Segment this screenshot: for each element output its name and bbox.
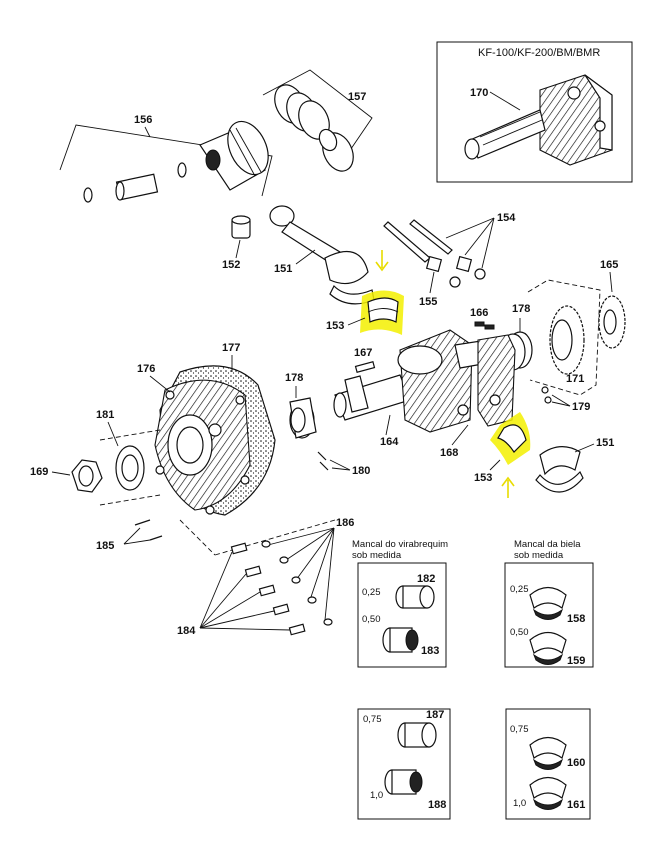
part-number-151-rod: 151	[274, 263, 292, 275]
part-number-152: 152	[222, 259, 240, 271]
crankcase-cover: 177 176	[137, 342, 336, 556]
part-number-171: 171	[566, 373, 584, 385]
part-number-185: 185	[96, 540, 114, 552]
rod-box-size-1: 0,25	[510, 584, 529, 595]
part-number-157: 157	[348, 91, 366, 103]
part-number-153-lower: 153	[474, 472, 492, 484]
variant-title: KF-100/KF-200/BM/BMR	[478, 47, 600, 59]
part-number-179: 179	[572, 401, 590, 413]
part-number-155: 155	[419, 296, 437, 308]
rod-bearing-oversize-box: Mancal da biela sob medida 0,25 0,50 158…	[504, 539, 594, 668]
part-number-186: 186	[336, 517, 354, 529]
rod-box-title-2: sob medida	[514, 550, 564, 561]
part-number-165: 165	[600, 259, 618, 271]
crank-box2-size-1: 0,75	[363, 714, 382, 725]
part-number-170: 170	[470, 87, 488, 99]
cover-bolts: 186 184	[177, 517, 354, 637]
part-number-178-right: 178	[512, 303, 530, 315]
part-number-176: 176	[137, 363, 155, 375]
part-number-178-left: 178	[285, 372, 303, 384]
part-number-177: 177	[222, 342, 240, 354]
rod-bolts: 154 155	[383, 212, 516, 308]
connecting-rod-assembly: 152 151 153	[222, 205, 404, 335]
main-bearing-left: 178 180	[285, 372, 370, 477]
part-number-153-upper: 153	[326, 320, 344, 332]
part-number-160: 160	[567, 757, 585, 769]
rod-box-title-1: Mancal da biela	[514, 539, 581, 550]
part-number-154: 154	[497, 212, 516, 224]
part-number-156: 156	[134, 114, 152, 126]
part-number-169: 169	[30, 466, 48, 478]
part-number-183: 183	[421, 645, 439, 657]
crank-bearing-oversize-box-2: 0,75 1,0 187 188	[357, 708, 451, 820]
crank-box-title-1: Mancal do virabrequim	[352, 539, 448, 550]
part-number-181: 181	[96, 409, 114, 421]
part-number-184: 184	[177, 625, 196, 637]
part-number-161: 161	[567, 799, 585, 811]
rod-box-size-2: 0,50	[510, 627, 529, 638]
crankshaft-variant-drawing	[464, 74, 613, 166]
crank-box-size-2: 0,50	[362, 614, 381, 625]
rod-box2-size-2: 1,0	[513, 798, 526, 809]
part-number-151-cap: 151	[596, 437, 614, 449]
piston-assembly: 156 157	[59, 69, 373, 203]
seal-and-nut: 181 169 185	[30, 409, 163, 552]
part-number-167: 167	[354, 347, 372, 359]
part-number-158: 158	[567, 613, 585, 625]
part-number-188: 188	[428, 799, 446, 811]
crank-box2-size-2: 1,0	[370, 790, 383, 801]
crankshaft-assembly: 167 164 168	[333, 329, 516, 459]
part-number-180: 180	[352, 465, 370, 477]
part-number-168: 168	[440, 447, 458, 459]
crank-box-title-2: sob medida	[352, 550, 402, 561]
part-number-187: 187	[426, 709, 444, 721]
part-number-159: 159	[567, 655, 585, 667]
rod-cap-assembly: 153 151	[474, 412, 614, 498]
part-number-166: 166	[470, 307, 488, 319]
rod-box2-size-1: 0,75	[510, 724, 529, 735]
part-number-182: 182	[417, 573, 435, 585]
crank-bearing-oversize-box: Mancal do virabrequim sob medida 0,25 0,…	[352, 539, 448, 668]
rod-bearing-oversize-box-2: 0,75 1,0 160 161	[505, 708, 591, 820]
part-number-164: 164	[380, 436, 399, 448]
variant-inset-box: KF-100/KF-200/BM/BMR 170	[436, 41, 633, 183]
crank-box-size-1: 0,25	[362, 587, 381, 598]
